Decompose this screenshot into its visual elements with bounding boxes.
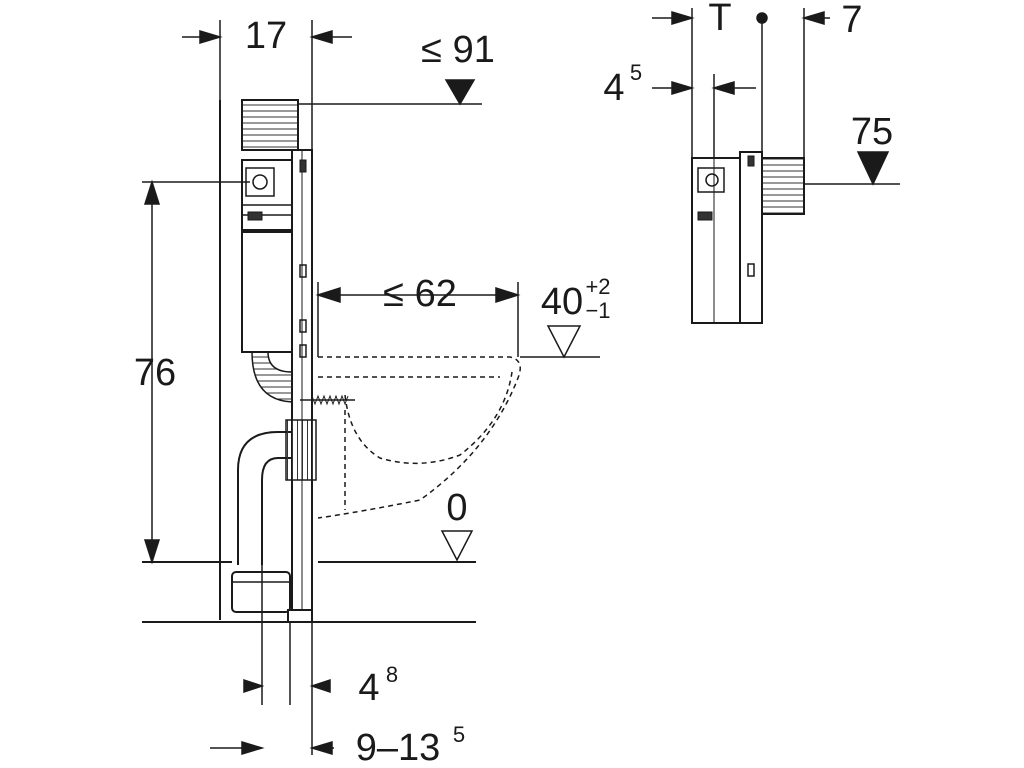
label-seat-height-sup: +2: [585, 274, 610, 299]
label-floor-level: 0: [446, 487, 467, 529]
toilet-bowl-outline: [317, 356, 521, 519]
drain-connector: [285, 419, 317, 481]
frame-foot: [287, 609, 313, 623]
label-side-left-main: 4: [603, 67, 624, 109]
label-drain-offset-sup: 8: [386, 662, 398, 687]
label-side-left-sup: 5: [630, 60, 642, 85]
side-profile: [739, 151, 763, 324]
label-height-above-floor: ≤ 91: [421, 29, 495, 71]
side-hatched-block: [761, 157, 805, 215]
label-flush-plate-height: 76: [134, 352, 176, 394]
drain-box: [231, 571, 291, 613]
label-side-wall-thickness: T: [708, 0, 731, 39]
label-frame-depth: 17: [245, 15, 287, 57]
side-dimension-lines: [652, 8, 900, 186]
main-view: [142, 99, 476, 623]
cistern-tank: [241, 231, 293, 353]
side-view: [691, 151, 805, 324]
label-side-right: 7: [841, 0, 862, 41]
label-side-height: 75: [851, 111, 893, 153]
dimension-lines: [142, 20, 600, 756]
label-drain-range-sup: 5: [453, 722, 465, 747]
flush-bend: [251, 351, 293, 403]
label-projection-max: ≤ 62: [383, 273, 457, 315]
label-seat-height-sub: −1: [585, 298, 610, 323]
side-frame: [691, 157, 741, 324]
drain-pipe: [237, 431, 293, 565]
label-drain-range-main: 9–13: [356, 727, 441, 768]
label-seat-height-main: 40: [541, 281, 583, 323]
label-drain-offset-main: 4: [358, 667, 379, 709]
flush-plate-box: [241, 99, 299, 151]
